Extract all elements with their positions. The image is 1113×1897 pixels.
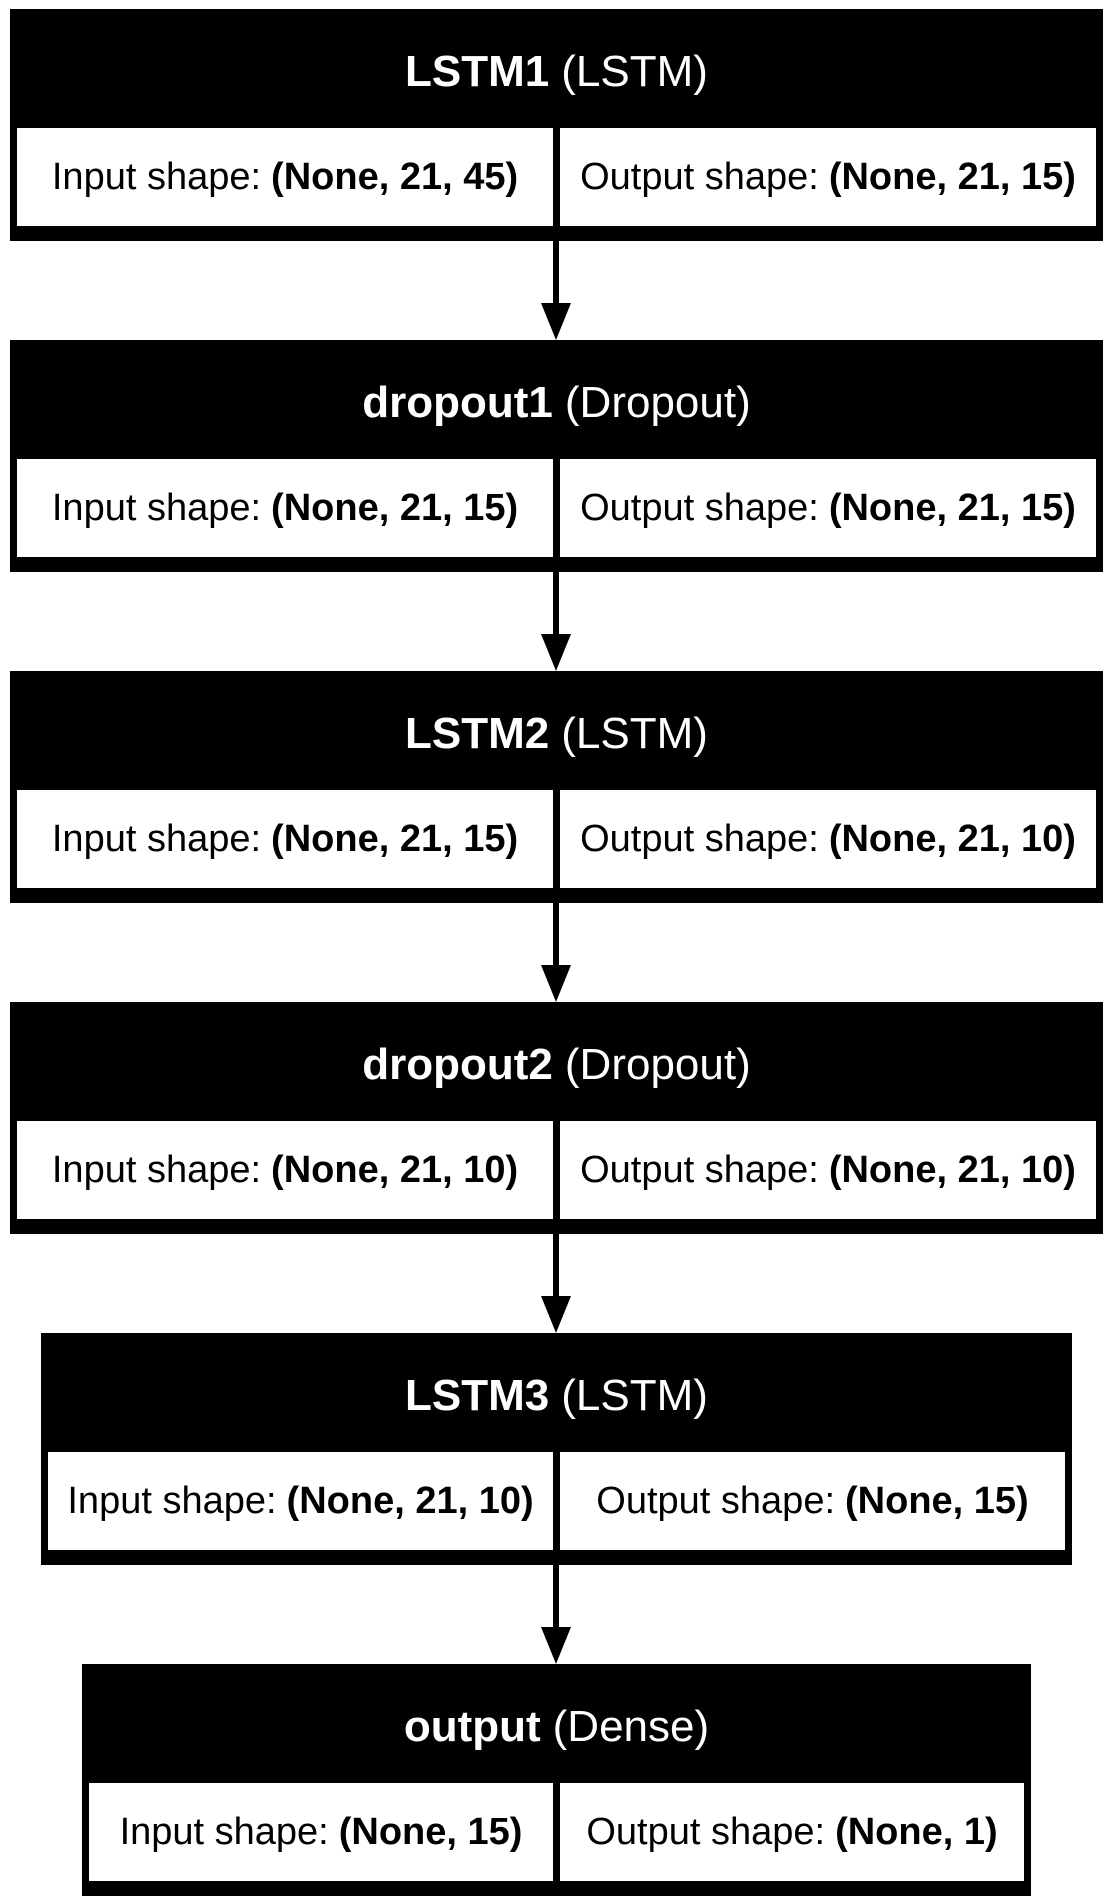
output-shape-label: Output shape: <box>596 1479 836 1522</box>
output-shape-cell: Output shape: (None, 21, 10) <box>560 790 1096 888</box>
arrow-down-icon <box>541 903 571 1002</box>
layer-name: dropout1 <box>362 378 553 427</box>
output-shape-cell: Output shape: (None, 21, 10) <box>560 1121 1096 1219</box>
arrow-down-icon <box>541 241 571 340</box>
input-shape-value: (None, 21, 10) <box>271 1148 519 1191</box>
layer-name: LSTM1 <box>405 47 550 96</box>
arrow-down-icon <box>541 1234 571 1333</box>
layer-header: LSTM1 (LSTM) <box>17 16 1096 128</box>
arrow-down-icon <box>541 1565 571 1664</box>
output-shape-label: Output shape: <box>580 1148 819 1191</box>
input-shape-cell: Input shape: (None, 21, 10) <box>48 1452 553 1550</box>
output-shape-value: (None, 1) <box>835 1810 998 1853</box>
layer-node-lstm1: LSTM1 (LSTM) Input shape: (None, 21, 45)… <box>10 9 1103 241</box>
output-shape-value: (None, 21, 10) <box>828 1148 1076 1191</box>
input-shape-label: Input shape: <box>51 155 262 198</box>
layer-name: LSTM2 <box>405 709 550 758</box>
layer-type: (Dropout) <box>564 1040 751 1089</box>
arrow-down-icon <box>541 572 571 671</box>
input-shape-label: Input shape: <box>51 486 262 529</box>
input-shape-value: (None, 21, 15) <box>271 817 519 860</box>
layer-node-output: output (Dense) Input shape: (None, 15) O… <box>82 1664 1031 1896</box>
output-shape-value: (None, 21, 15) <box>828 155 1076 198</box>
layer-node-dropout1: dropout1 (Dropout) Input shape: (None, 2… <box>10 340 1103 572</box>
input-shape-label: Input shape: <box>51 817 262 860</box>
input-shape-cell: Input shape: (None, 21, 15) <box>17 790 553 888</box>
input-shape-label: Input shape: <box>119 1810 329 1853</box>
input-shape-value: (None, 21, 15) <box>271 486 519 529</box>
layer-node-lstm2: LSTM2 (LSTM) Input shape: (None, 21, 15)… <box>10 671 1103 903</box>
shape-row: Input shape: (None, 15) Output shape: (N… <box>89 1783 1024 1881</box>
output-shape-value: (None, 21, 15) <box>828 486 1076 529</box>
shape-row: Input shape: (None, 21, 10) Output shape… <box>48 1452 1065 1550</box>
input-shape-label: Input shape: <box>67 1479 277 1522</box>
layer-type: (LSTM) <box>561 709 708 758</box>
input-shape-cell: Input shape: (None, 21, 15) <box>17 459 553 557</box>
output-shape-value: (None, 21, 10) <box>828 817 1076 860</box>
output-shape-cell: Output shape: (None, 1) <box>560 1783 1024 1881</box>
output-shape-cell: Output shape: (None, 21, 15) <box>560 459 1096 557</box>
layer-node-lstm3: LSTM3 (LSTM) Input shape: (None, 21, 10)… <box>41 1333 1072 1565</box>
layer-type: (LSTM) <box>561 47 708 96</box>
input-shape-value: (None, 21, 45) <box>271 155 519 198</box>
shape-row: Input shape: (None, 21, 15) Output shape… <box>17 459 1096 557</box>
input-shape-cell: Input shape: (None, 21, 10) <box>17 1121 553 1219</box>
layer-type: (LSTM) <box>561 1371 708 1420</box>
layer-name: LSTM3 <box>405 1371 550 1420</box>
layer-header: output (Dense) <box>89 1671 1024 1783</box>
layer-name: output <box>403 1702 541 1751</box>
input-shape-value: (None, 21, 10) <box>286 1479 534 1522</box>
layer-header: LSTM3 (LSTM) <box>48 1340 1065 1452</box>
output-shape-cell: Output shape: (None, 21, 15) <box>560 128 1096 226</box>
shape-row: Input shape: (None, 21, 45) Output shape… <box>17 128 1096 226</box>
output-shape-label: Output shape: <box>586 1810 826 1853</box>
layer-header: LSTM2 (LSTM) <box>17 678 1096 790</box>
layer-name: dropout2 <box>362 1040 553 1089</box>
layer-node-dropout2: dropout2 (Dropout) Input shape: (None, 2… <box>10 1002 1103 1234</box>
output-shape-value: (None, 15) <box>845 1479 1029 1522</box>
output-shape-cell: Output shape: (None, 15) <box>560 1452 1065 1550</box>
layer-type: (Dense) <box>552 1702 710 1751</box>
input-shape-cell: Input shape: (None, 15) <box>89 1783 553 1881</box>
input-shape-value: (None, 15) <box>338 1810 523 1853</box>
layer-type: (Dropout) <box>564 378 751 427</box>
input-shape-label: Input shape: <box>51 1148 262 1191</box>
layer-header: dropout2 (Dropout) <box>17 1009 1096 1121</box>
shape-row: Input shape: (None, 21, 10) Output shape… <box>17 1121 1096 1219</box>
input-shape-cell: Input shape: (None, 21, 45) <box>17 128 553 226</box>
output-shape-label: Output shape: <box>580 486 819 529</box>
output-shape-label: Output shape: <box>580 155 819 198</box>
layer-header: dropout1 (Dropout) <box>17 347 1096 459</box>
shape-row: Input shape: (None, 21, 15) Output shape… <box>17 790 1096 888</box>
output-shape-label: Output shape: <box>580 817 819 860</box>
